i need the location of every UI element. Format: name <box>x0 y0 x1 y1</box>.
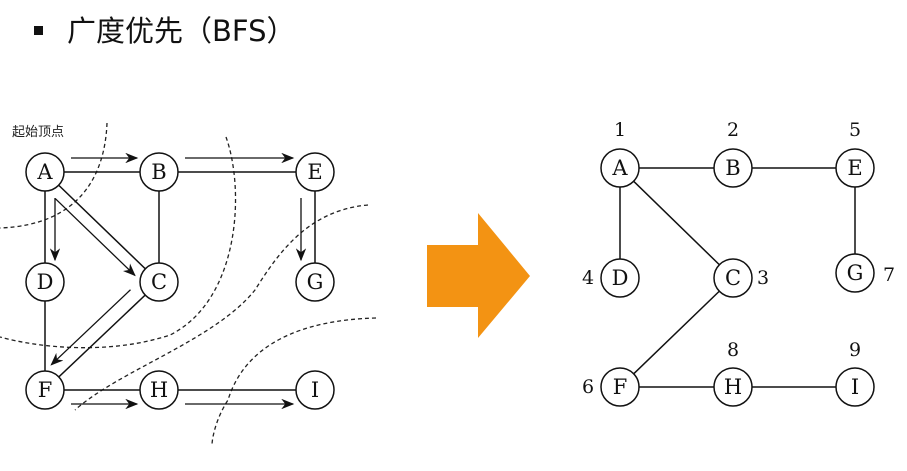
visit-order-h: 8 <box>727 339 739 361</box>
start-vertex-label: 起始顶点 <box>12 125 64 140</box>
node-label: G <box>307 270 324 294</box>
level-boundaries <box>0 122 377 446</box>
level-boundary-4 <box>211 317 377 446</box>
node-label: E <box>307 160 322 184</box>
level-boundary-2 <box>0 136 237 349</box>
node-c <box>713 258 753 298</box>
node-b <box>139 152 179 192</box>
visit-order-b: 2 <box>727 119 739 141</box>
node-label: D <box>612 266 629 290</box>
visit-order-g: 7 <box>883 264 895 286</box>
tree-edge-C-F <box>619 277 734 388</box>
node-h <box>713 367 753 407</box>
node-i <box>295 370 335 410</box>
node-h <box>139 370 179 410</box>
node-label: A <box>36 160 53 184</box>
visit-order-e: 5 <box>849 119 861 141</box>
node-label: C <box>725 266 741 290</box>
level-boundary-1 <box>0 122 108 229</box>
node-g <box>295 262 335 302</box>
node-label: I <box>851 375 859 399</box>
node-f <box>600 367 640 407</box>
visit-order-f: 6 <box>582 376 594 398</box>
node-i <box>835 367 875 407</box>
node-f <box>25 370 65 410</box>
node-label: C <box>151 270 167 294</box>
node-label: F <box>613 375 628 399</box>
node-d <box>600 258 640 298</box>
level-boundary-3 <box>74 204 369 411</box>
node-c <box>139 262 179 302</box>
node-a <box>600 148 640 188</box>
node-d <box>25 262 65 302</box>
node-label: A <box>611 156 628 180</box>
node-label: H <box>150 378 168 402</box>
node-label: H <box>724 375 742 399</box>
arrow-right-icon <box>427 213 530 338</box>
node-e <box>835 148 875 188</box>
node-label: I <box>311 378 319 402</box>
slide-title: 广度优先（BFS） <box>34 8 295 50</box>
node-label: D <box>37 270 54 294</box>
node-g <box>835 253 875 293</box>
node-b <box>713 148 753 188</box>
node-label: B <box>725 156 740 180</box>
visit-order-d: 4 <box>582 267 594 289</box>
traversal-arrow-C-F <box>50 289 131 366</box>
node-label: G <box>847 261 864 285</box>
bullet-icon <box>34 25 43 35</box>
node-label: F <box>38 378 53 402</box>
node-a <box>25 152 65 192</box>
node-e <box>295 152 335 192</box>
traversal-arrow-A-C <box>54 198 136 277</box>
visit-order-c: 3 <box>757 267 769 289</box>
node-label: B <box>151 160 166 184</box>
edge-C-F <box>44 281 160 391</box>
tree-edge-A-C <box>619 167 734 279</box>
visit-order-i: 9 <box>849 339 861 361</box>
edge-A-C <box>44 171 160 283</box>
title-text: 广度优先（BFS） <box>67 14 296 48</box>
node-label: E <box>847 156 862 180</box>
visit-order-a: 1 <box>614 119 626 141</box>
